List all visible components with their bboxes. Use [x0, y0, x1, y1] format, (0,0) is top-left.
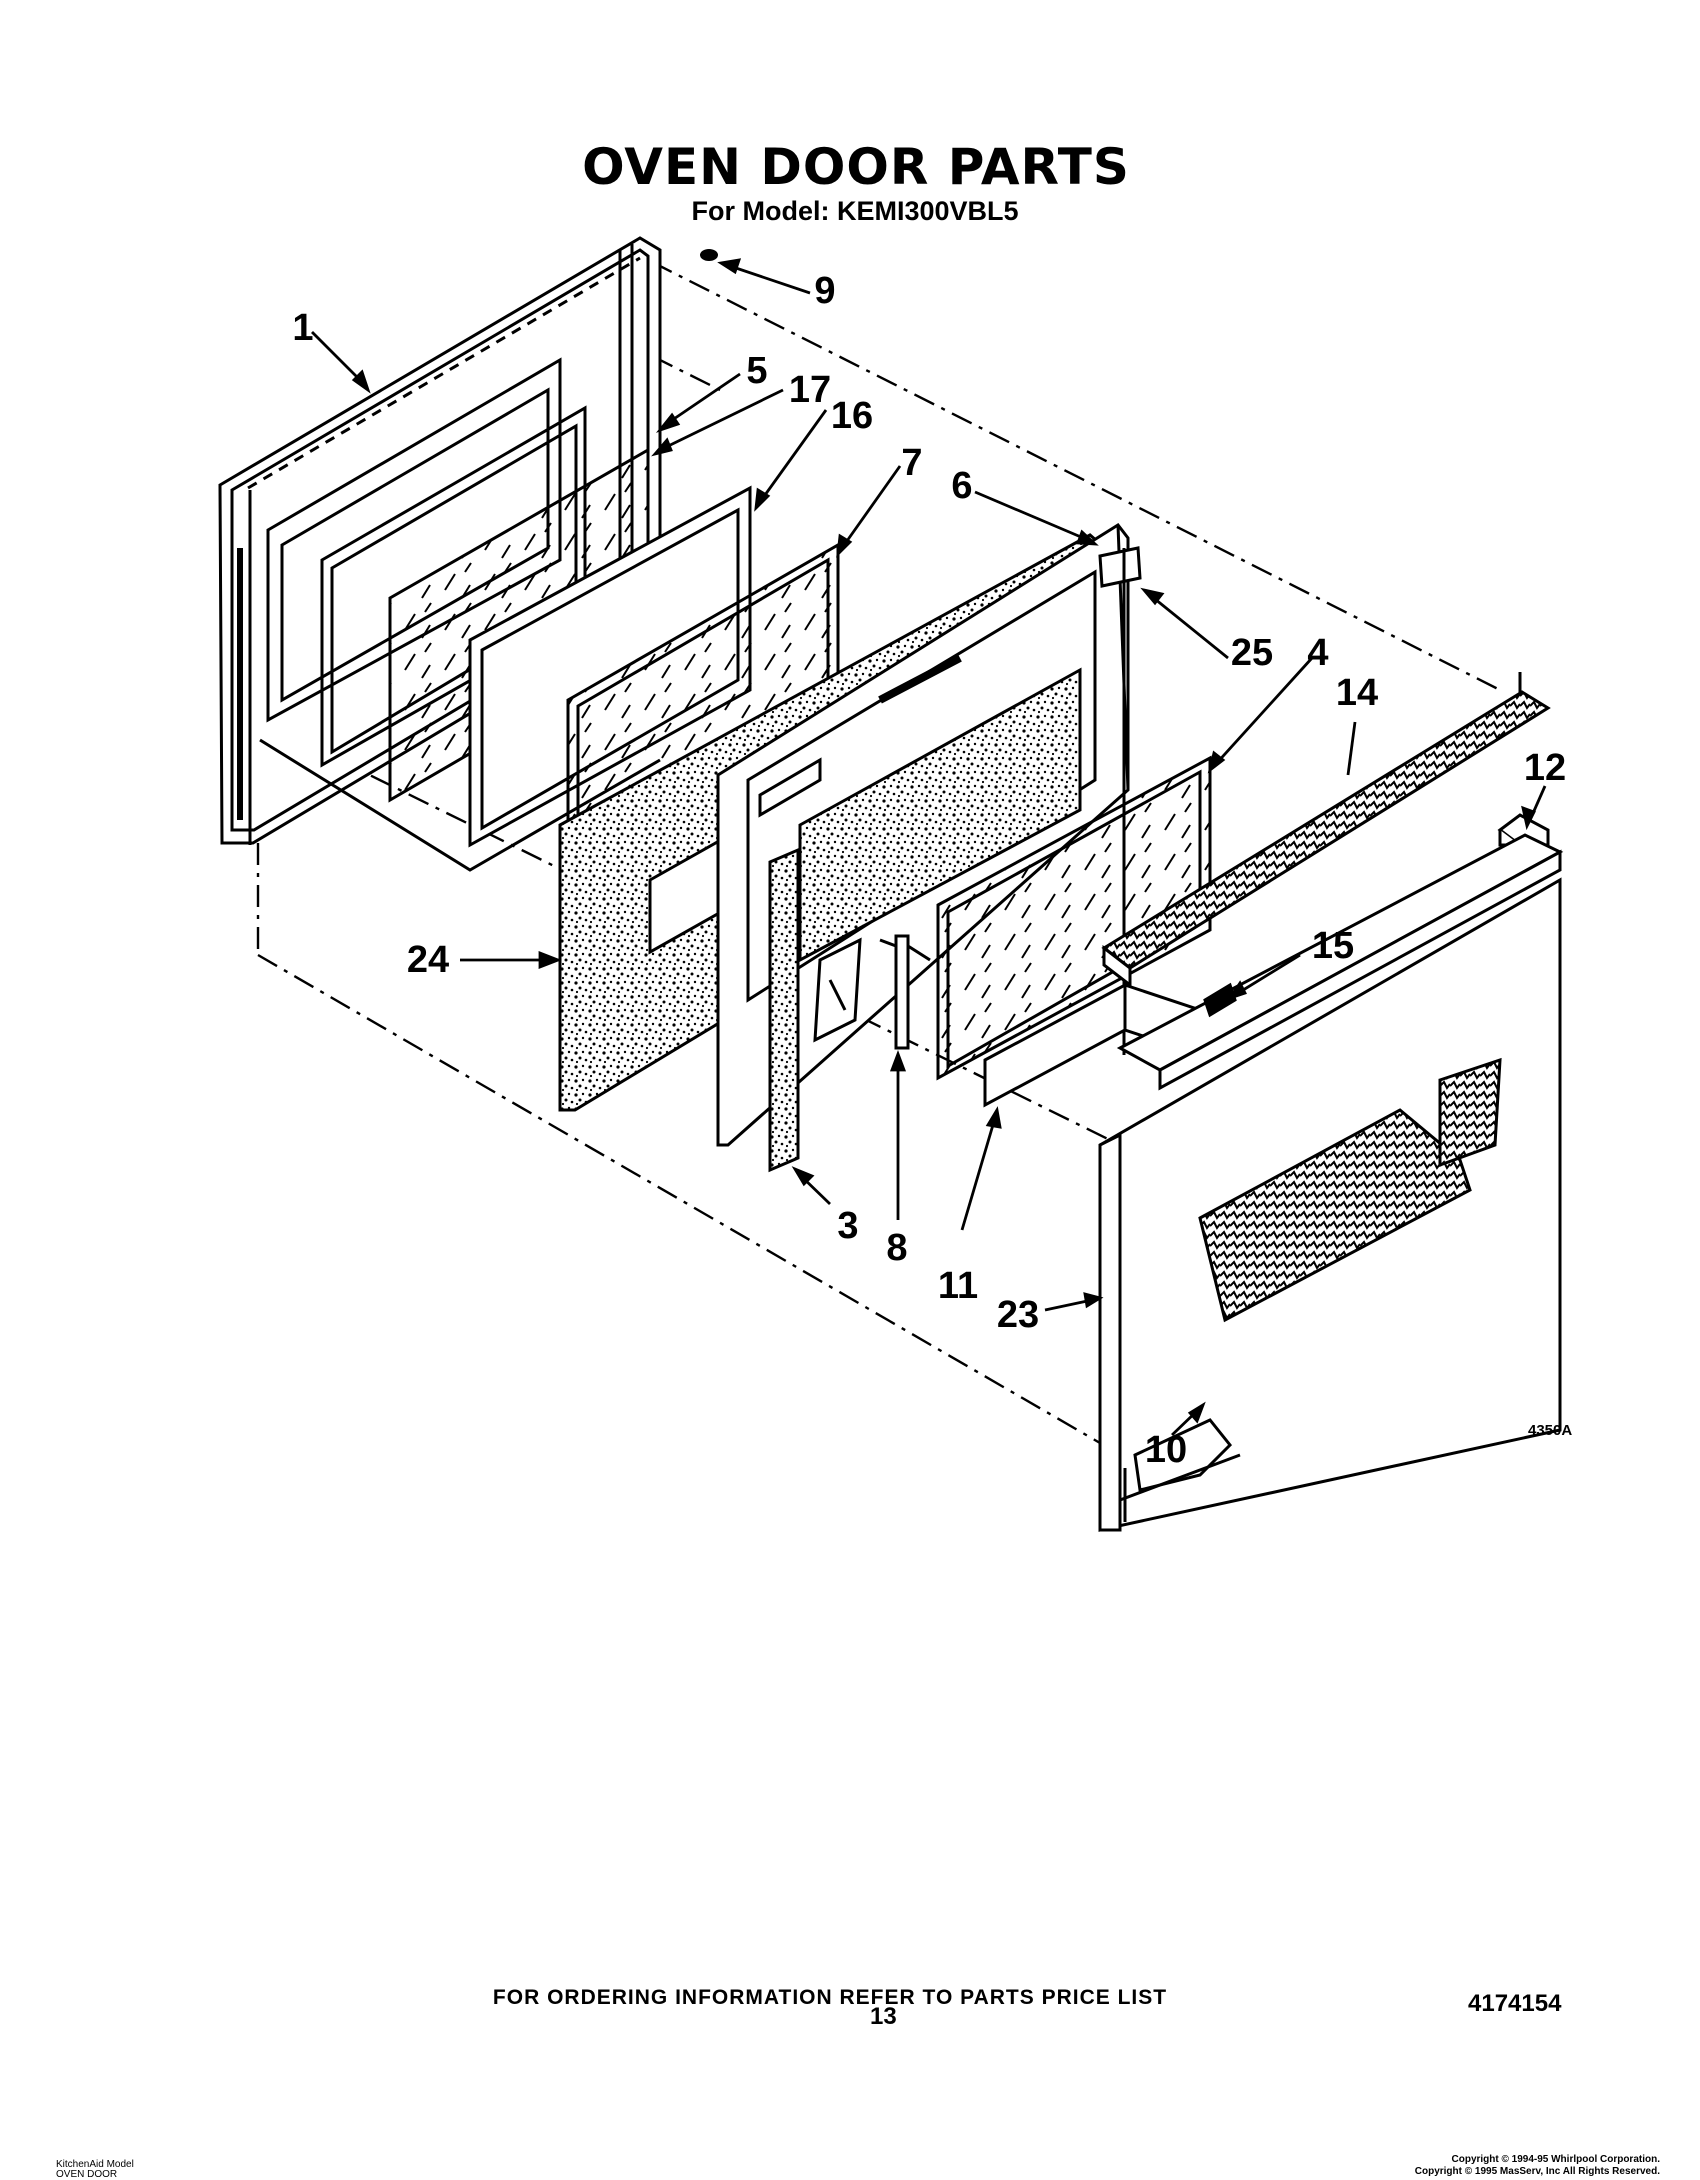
- callout-24: 24: [407, 939, 449, 981]
- page-title: OVEN DOOR PARTS: [582, 138, 1130, 196]
- gasket-strip-part-3: [768, 847, 800, 1173]
- callout-8: 8: [886, 1227, 907, 1269]
- callout-15: 15: [1312, 925, 1354, 967]
- callout-7: 7: [901, 442, 922, 484]
- model-note-line-2: OVEN DOOR: [56, 2169, 118, 2180]
- screw-part-9: [700, 249, 718, 261]
- callout-11: 11: [938, 1265, 978, 1307]
- leader-lines: [311, 258, 1547, 1437]
- callout-16: 16: [831, 395, 873, 437]
- callout-1: 1: [292, 307, 313, 349]
- callout-9: 9: [814, 270, 835, 312]
- model-subtitle: For Model: KEMI300VBL5: [691, 196, 1019, 226]
- callout-labels: 1 5 17 16 7 6 9 25 4 14 12 15 24 3 8 11 …: [292, 270, 1566, 1471]
- copyright-line-2: Copyright © 1995 MasServ, Inc All Rights…: [1414, 2166, 1660, 2177]
- callout-3: 3: [837, 1205, 858, 1247]
- callout-4: 4: [1307, 632, 1328, 674]
- outer-door-panel-part-23: [1098, 877, 1562, 1532]
- callout-25: 25: [1231, 632, 1273, 674]
- callout-6: 6: [951, 465, 972, 507]
- model-note: KitchenAid Model OVEN DOOR: [56, 2160, 134, 2180]
- part-number: 4174154: [1468, 1990, 1562, 2017]
- callout-12: 12: [1524, 747, 1566, 789]
- callout-5: 5: [746, 350, 767, 392]
- callout-14: 14: [1336, 672, 1378, 714]
- copyright-line-1: Copyright © 1994-95 Whirlpool Corporatio…: [1451, 2154, 1661, 2165]
- drawing-code: 4350A: [1528, 1422, 1572, 1439]
- callout-17: 17: [789, 369, 831, 411]
- handle-part-15: [1116, 833, 1564, 1091]
- small-bracket: [813, 937, 862, 1043]
- hinge-part-8: [879, 934, 931, 1050]
- copyright-block: Copyright © 1994-95 Whirlpool Corporatio…: [1415, 2154, 1660, 2178]
- callout-23: 23: [997, 1294, 1039, 1336]
- page-number: 13: [870, 2003, 897, 2030]
- model-note-line-1: KitchenAid Model: [56, 2159, 134, 2170]
- handle-trim-part-14: [1101, 672, 1551, 989]
- ordering-note: FOR ORDERING INFORMATION REFER TO PARTS …: [492, 1986, 1168, 2009]
- callout-10: 10: [1145, 1429, 1187, 1471]
